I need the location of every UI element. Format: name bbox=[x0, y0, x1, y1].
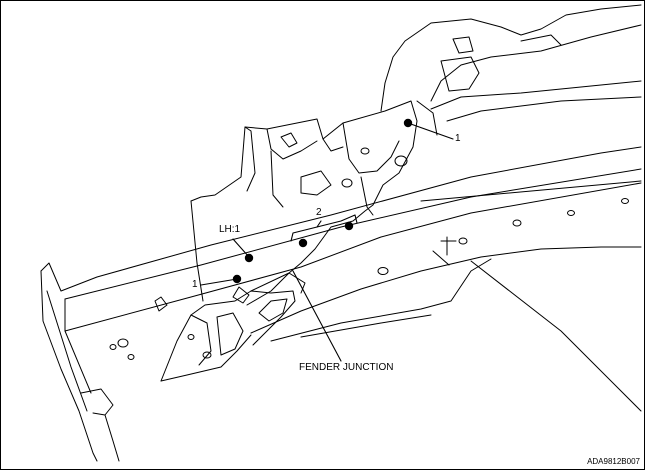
weld-points bbox=[232, 118, 413, 284]
callout-1-left-label: 1 bbox=[192, 279, 198, 290]
callout-leaders bbox=[200, 122, 454, 362]
rear-side-panel bbox=[250, 180, 642, 412]
callout-2-label: 2 bbox=[316, 207, 322, 218]
weld-point-2a bbox=[298, 238, 308, 248]
fender-junction-panel bbox=[190, 100, 418, 306]
weld-point-2b bbox=[344, 221, 354, 231]
callout-lh-label: LH:1 bbox=[219, 224, 241, 235]
lower-gusset bbox=[109, 272, 306, 382]
callout-1-top-label: 1 bbox=[455, 133, 461, 144]
upper-pillar bbox=[380, 4, 642, 136]
figure-code: ADA9812B007 bbox=[587, 457, 640, 466]
weld-point-1-top bbox=[403, 118, 413, 128]
weld-point-1-left bbox=[232, 274, 242, 284]
weld-point-lh bbox=[244, 253, 254, 263]
side-frame-rail bbox=[40, 146, 642, 462]
fender-junction-label: FENDER JUNCTION bbox=[299, 362, 394, 373]
